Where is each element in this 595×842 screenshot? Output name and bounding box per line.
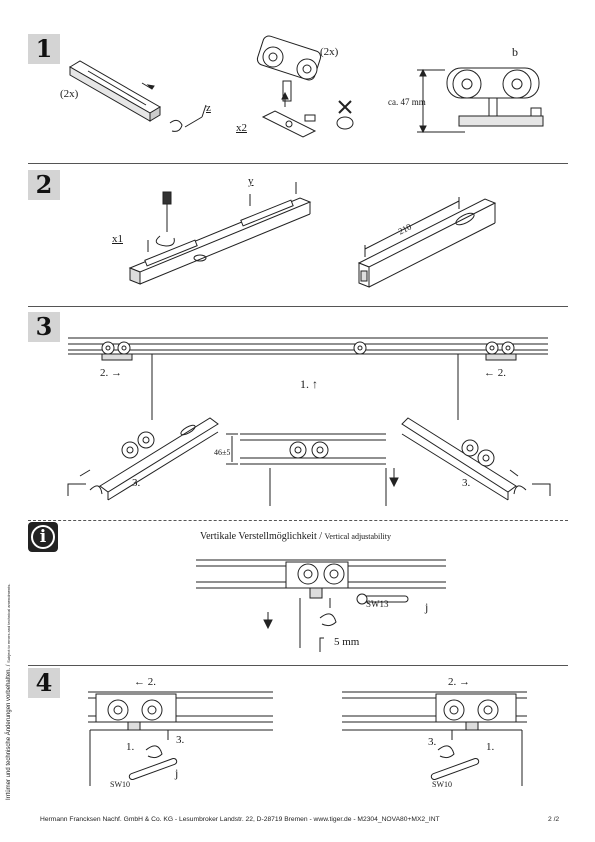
step-number-1: 1 xyxy=(28,34,60,64)
step1-height-label: ca. 47 mm xyxy=(388,97,426,107)
step1-label-b: b xyxy=(512,45,518,59)
step3-right-step: 3. xyxy=(462,477,471,489)
disclaimer-de: Irrtümer und technische Änderungen vorbe… xyxy=(6,664,12,800)
info-title-de: Vertikale Verstellmöglichkeit / xyxy=(200,531,323,542)
step3-arrow-left: 2. → xyxy=(100,367,122,379)
step1-qty-left: (2x) xyxy=(60,88,79,100)
step4-left-j: j xyxy=(175,766,179,780)
divider-1 xyxy=(28,163,568,164)
info-title: Vertikale Verstellmöglichkeit / Vertical… xyxy=(200,531,391,542)
step1-trolley-illustration xyxy=(256,35,354,138)
step2-label-x1: x1 xyxy=(112,233,123,245)
step2-rail-screwing-illustration xyxy=(128,182,312,285)
step4-right-step1: 1. xyxy=(486,741,495,753)
step3-gap: 46±5 xyxy=(214,448,231,457)
step-number-4: 4 xyxy=(28,668,60,698)
info-icon: i xyxy=(28,522,58,552)
step3-arrow-up: 1. ↑ xyxy=(300,377,318,391)
step-number-3: 3 xyxy=(28,312,60,342)
step3-center-detail-illustration xyxy=(226,433,399,506)
step2-rail-dimension-illustration xyxy=(357,197,497,288)
step3-left-step: 3. xyxy=(132,477,141,489)
info-travel: 5 mm xyxy=(334,636,360,648)
step-number-2: 2 xyxy=(28,170,60,200)
step1-label-x2: x2 xyxy=(236,122,247,134)
step4-right-wrench: SW10 xyxy=(432,780,452,789)
divider-2 xyxy=(28,306,568,307)
step2-label-y: y xyxy=(248,175,254,187)
step1-side-view-illustration xyxy=(417,67,544,134)
step4-right-step3: 3. xyxy=(428,736,437,748)
info-title-en: Vertical adjustability xyxy=(324,532,391,541)
step4-right-arrow: 2. → xyxy=(448,676,470,688)
divider-3 xyxy=(28,665,568,666)
footer-text: Hermann Francksen Nachf. GmbH & Co. KG -… xyxy=(40,816,440,823)
divider-dashed xyxy=(28,520,568,521)
step4-right-illustration xyxy=(342,691,527,786)
step3-right-detail-illustration xyxy=(401,417,551,501)
step1-rail-illustration xyxy=(69,60,207,132)
step4-left-step3: 3. xyxy=(176,734,185,746)
step3-left-detail-illustration xyxy=(67,417,219,501)
disclaimer-en: Subject to errors and technical amendmen… xyxy=(6,583,11,663)
step3-door-panel-outline xyxy=(151,354,459,420)
step4-left-step1: 1. xyxy=(126,741,135,753)
step3-rail-illustration xyxy=(68,337,548,361)
step1-label-z: z xyxy=(206,102,211,114)
page-number: 2 /2 xyxy=(548,816,560,823)
info-label-j: j xyxy=(425,600,429,614)
step1-qty-top: (2x) xyxy=(320,46,339,58)
info-wrench-size: SW13 xyxy=(366,599,389,609)
step4-left-wrench: SW10 xyxy=(110,780,130,789)
step4-left-arrow: ← 2. xyxy=(134,676,156,688)
step4-left-illustration xyxy=(88,691,273,786)
info-adjustment-illustration xyxy=(196,559,446,652)
step3-arrow-right: ← 2. xyxy=(484,367,506,379)
disclaimer-vertical: Irrtümer und technische Änderungen vorbe… xyxy=(6,584,12,800)
